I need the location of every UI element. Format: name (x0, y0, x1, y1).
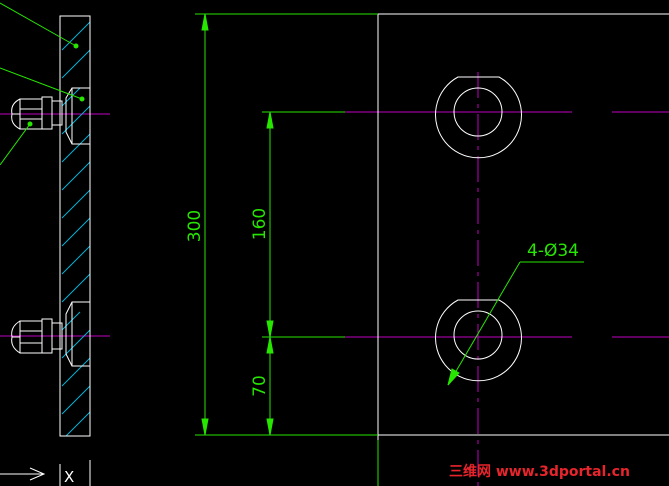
dimension-70-label: 70 (250, 375, 270, 397)
lower-bolt-assembly (11, 301, 91, 367)
upper-bore (453, 87, 503, 137)
lower-counterbore (435, 299, 522, 382)
lower-bore (453, 310, 503, 360)
front-view-plate (377, 13, 669, 486)
hatch-pattern (61, 21, 91, 437)
watermark-text: 三维网 www.3dportal.cn (449, 463, 630, 480)
upper-counterbore (435, 76, 522, 159)
dimension-lines (195, 13, 584, 486)
ucs-axis-indicator (0, 460, 91, 486)
plate-section (59, 15, 91, 437)
dimension-160-label: 160 (250, 208, 270, 240)
upper-bolt-assembly (11, 87, 91, 145)
axis-x-label: X (64, 468, 74, 486)
side-view-leaders (0, 2, 85, 166)
lower-hole (435, 299, 522, 382)
hole-callout-label: 4-Ø34 (527, 241, 579, 261)
centerlines (0, 72, 669, 486)
upper-hole (435, 76, 522, 159)
dimension-300-label: 300 (185, 210, 205, 242)
side-view (0, 2, 91, 437)
